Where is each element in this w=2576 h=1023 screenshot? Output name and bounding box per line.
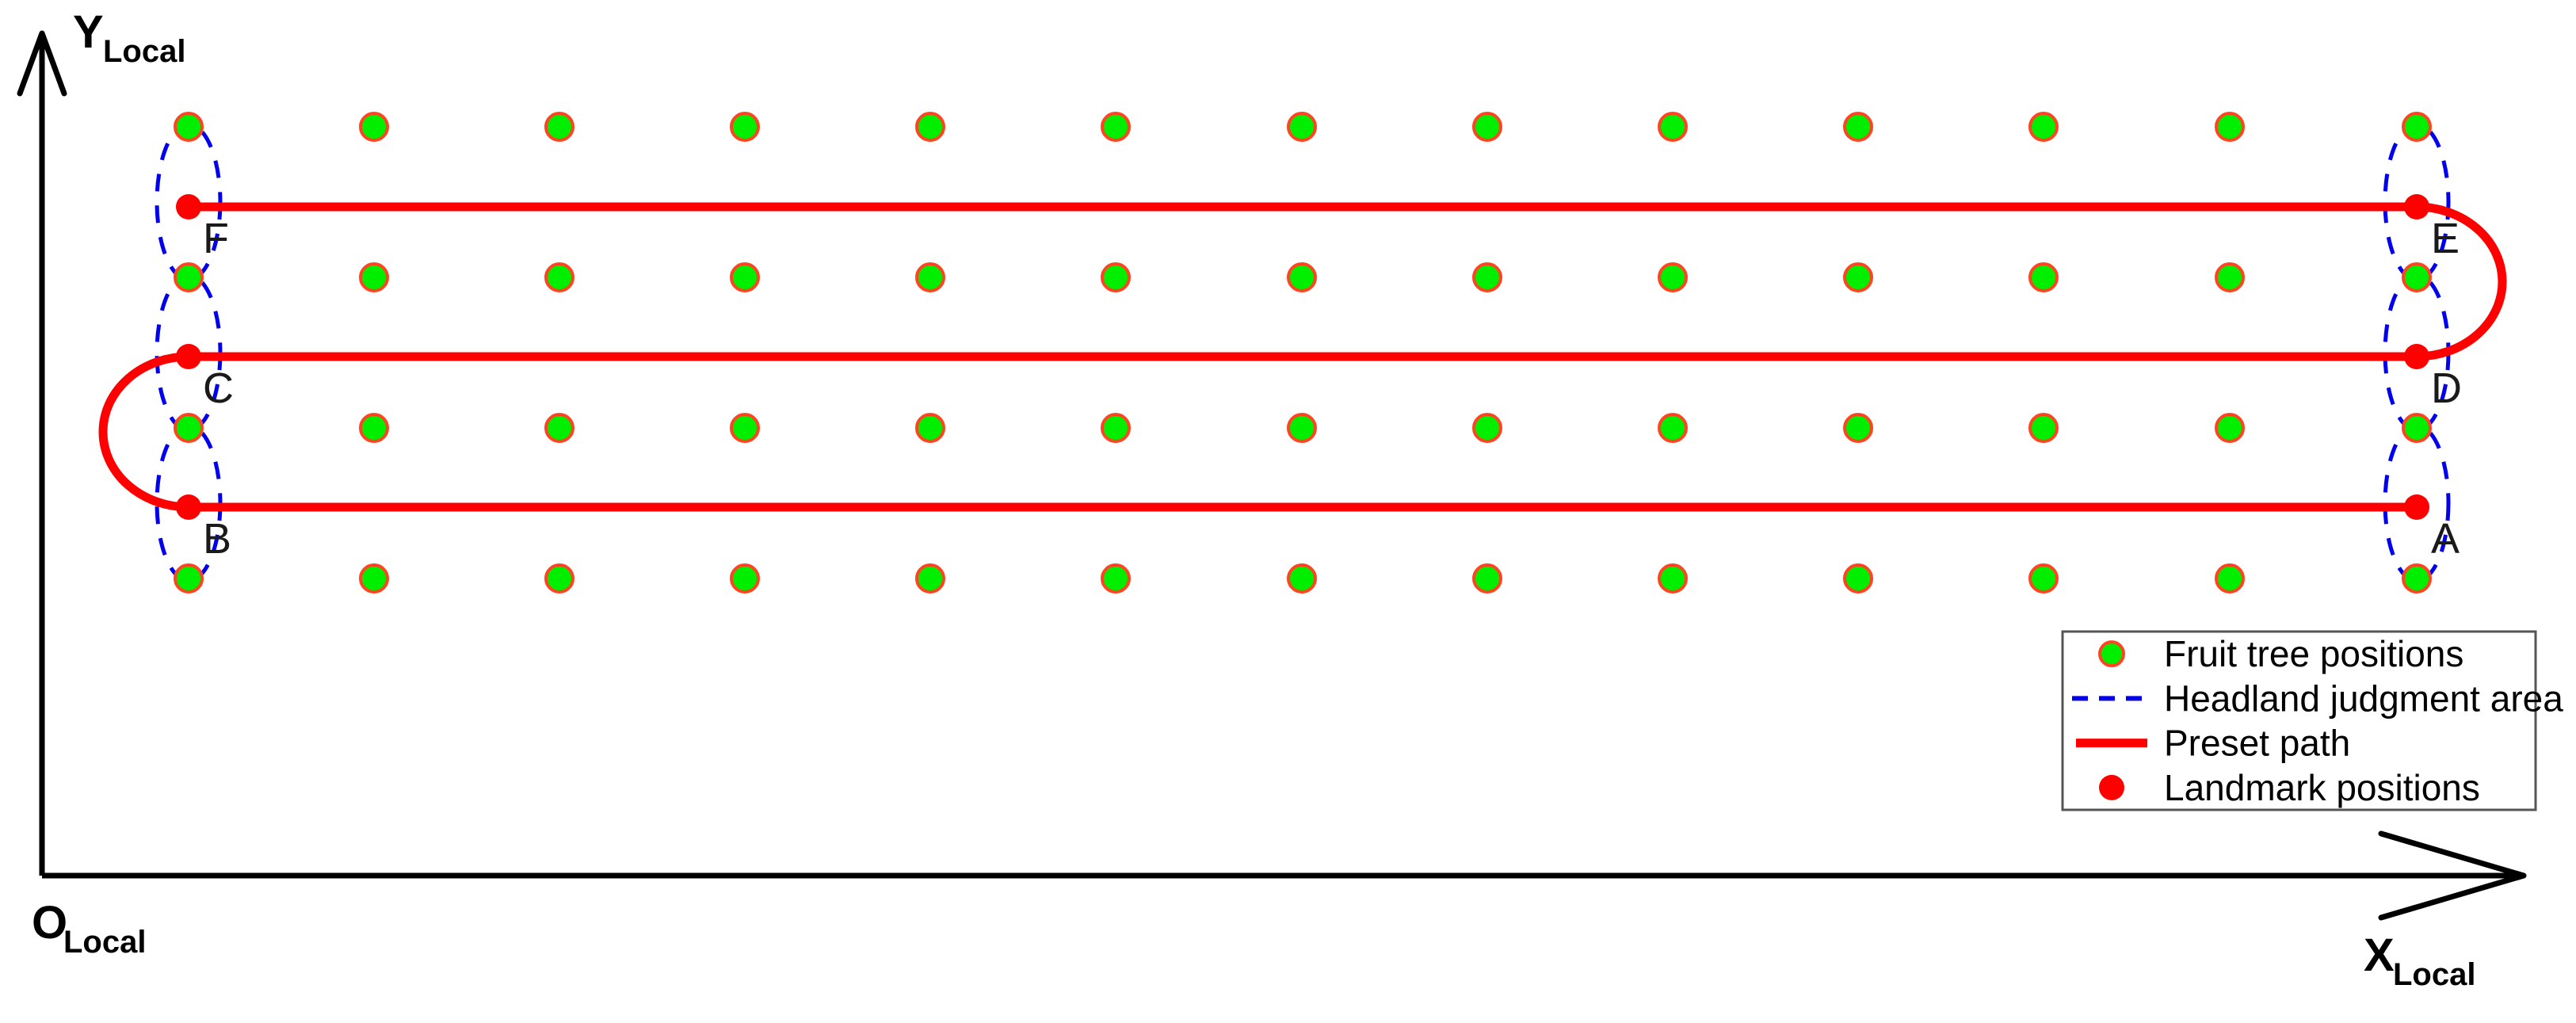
fruit-tree-marker bbox=[544, 262, 574, 292]
legend-label: Headland judgment area bbox=[2164, 678, 2563, 719]
fruit-tree-marker bbox=[2215, 262, 2245, 292]
fruit-tree-marker bbox=[1287, 563, 1317, 594]
fruit-tree-marker bbox=[2402, 413, 2432, 443]
fruit-tree-marker bbox=[2402, 262, 2432, 292]
landmark-label-C: C bbox=[203, 365, 234, 412]
landmark-label-B: B bbox=[203, 515, 231, 563]
y-axis-arrowhead bbox=[17, 30, 67, 97]
fruit-tree-marker bbox=[1658, 563, 1688, 594]
fruit-tree-positions bbox=[174, 112, 2432, 594]
landmark-marker-F bbox=[176, 194, 201, 219]
fruit-tree-marker bbox=[544, 563, 574, 594]
fruit-tree-marker bbox=[1101, 112, 1131, 142]
fruit-tree-marker bbox=[2402, 563, 2432, 594]
landmark-marker-A bbox=[2404, 494, 2429, 520]
fruit-tree-marker bbox=[730, 112, 760, 142]
fruit-tree-marker bbox=[1472, 262, 1502, 292]
fruit-tree-marker bbox=[2215, 413, 2245, 443]
landmark-marker-E bbox=[2404, 194, 2429, 219]
fruit-tree-marker bbox=[544, 112, 574, 142]
fruit-tree-marker bbox=[2028, 413, 2059, 443]
fruit-tree-marker bbox=[174, 112, 204, 142]
x-axis-label-main: X bbox=[2364, 929, 2395, 981]
landmark-label-A: A bbox=[2431, 515, 2460, 563]
fruit-tree-marker bbox=[1472, 413, 1502, 443]
landmark-label-F: F bbox=[203, 215, 229, 262]
fruit-tree-marker bbox=[730, 413, 760, 443]
preset-path-group bbox=[98, 202, 2507, 512]
fruit-tree-marker bbox=[1101, 413, 1131, 443]
fruit-tree-marker bbox=[1658, 112, 1688, 142]
fruit-tree-marker bbox=[1658, 262, 1688, 292]
fruit-tree-marker bbox=[2028, 112, 2059, 142]
axis-labels: O Local X Local Y Local bbox=[32, 6, 2475, 992]
fruit-tree-marker bbox=[1287, 413, 1317, 443]
y-axis-label-sub: Local bbox=[103, 34, 185, 69]
y-axis-label-main: Y bbox=[73, 6, 104, 58]
fruit-tree-marker bbox=[915, 563, 945, 594]
fruit-tree-marker bbox=[915, 413, 945, 443]
fruit-tree-marker bbox=[174, 563, 204, 594]
fruit-tree-marker bbox=[359, 563, 389, 594]
axes-group bbox=[17, 30, 2527, 921]
fruit-tree-marker bbox=[1101, 262, 1131, 292]
legend-marker-fruit-tree bbox=[2098, 640, 2125, 668]
fruit-tree-marker bbox=[1287, 112, 1317, 142]
landmark-positions: F E C D B A bbox=[176, 194, 2462, 563]
fruit-tree-marker bbox=[2215, 563, 2245, 594]
fruit-tree-marker bbox=[915, 112, 945, 142]
fruit-tree-marker bbox=[544, 413, 574, 443]
fruit-tree-marker bbox=[915, 262, 945, 292]
fruit-tree-marker bbox=[730, 262, 760, 292]
fruit-tree-marker bbox=[1101, 563, 1131, 594]
preset-path-uturn-right bbox=[2416, 202, 2507, 361]
fruit-tree-marker bbox=[1843, 262, 1873, 292]
preset-path-uturn-left bbox=[98, 352, 189, 512]
fruit-tree-marker bbox=[1843, 563, 1873, 594]
x-axis-arrowhead bbox=[2378, 830, 2527, 921]
landmark-marker-C bbox=[176, 344, 201, 369]
fruit-tree-marker bbox=[359, 112, 389, 142]
landmark-marker-B bbox=[176, 494, 201, 520]
fruit-tree-marker bbox=[2402, 112, 2432, 142]
fruit-tree-marker bbox=[359, 413, 389, 443]
fruit-tree-marker bbox=[1287, 262, 1317, 292]
landmark-label-D: D bbox=[2431, 365, 2462, 412]
fruit-tree-marker bbox=[1472, 112, 1502, 142]
legend-box bbox=[2061, 630, 2537, 811]
fruit-tree-marker bbox=[2028, 563, 2059, 594]
landmark-label-E: E bbox=[2431, 215, 2460, 262]
fruit-tree-marker bbox=[1843, 413, 1873, 443]
fruit-tree-marker bbox=[730, 563, 760, 594]
landmark-marker-D bbox=[2404, 344, 2429, 369]
origin-label-main: O bbox=[32, 897, 67, 949]
fruit-tree-marker bbox=[1658, 413, 1688, 443]
fruit-tree-marker bbox=[1472, 563, 1502, 594]
fruit-tree-marker bbox=[2028, 262, 2059, 292]
fruit-tree-marker bbox=[174, 413, 204, 443]
fruit-tree-marker bbox=[2215, 112, 2245, 142]
origin-label-sub: Local bbox=[63, 925, 146, 960]
fruit-tree-marker bbox=[1843, 112, 1873, 142]
legend-label: Preset path bbox=[2164, 723, 2350, 764]
legend-marker-landmark bbox=[2099, 774, 2124, 800]
legend-label: Fruit tree positions bbox=[2164, 633, 2463, 674]
x-axis-label-sub: Local bbox=[2393, 957, 2475, 992]
legend-label: Landmark positions bbox=[2164, 767, 2480, 808]
fruit-tree-marker bbox=[359, 262, 389, 292]
fruit-tree-marker bbox=[174, 262, 204, 292]
